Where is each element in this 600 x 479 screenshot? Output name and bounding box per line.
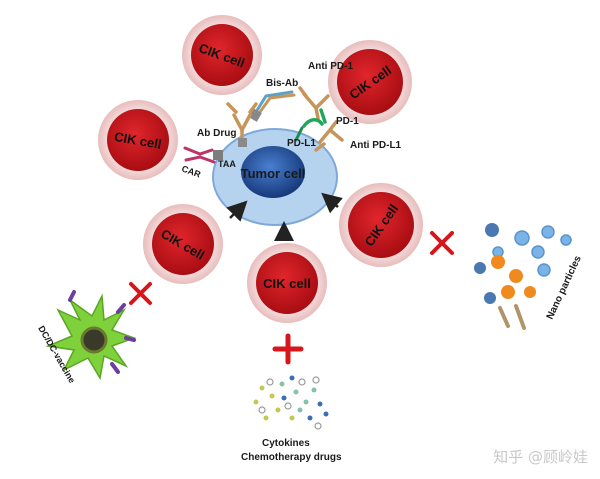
anti-pd1-icon: [298, 86, 330, 120]
tumor-cell-label: Tumor cell: [241, 166, 306, 181]
ab-drug-icon: [226, 102, 258, 147]
label-ab-drug: Ab Drug: [197, 128, 236, 139]
label-pd-l1: PD-L1: [287, 138, 316, 149]
pd1-pdl1-icon: [294, 108, 327, 142]
dendritic-cell-icon: [45, 290, 137, 381]
label-chemotherapy-drugs: Chemotherapy drugs: [241, 452, 342, 463]
label-anti-pd-l1: Anti PD-L1: [350, 140, 402, 151]
label-nano-particles: Nano particles: [545, 254, 584, 322]
label-pd1: PD-1: [336, 116, 359, 127]
tumor-cell: Tumor cell: [212, 128, 338, 226]
label-taa: TAA: [218, 159, 236, 169]
arrow-right: [321, 192, 343, 214]
cik-cell-label: CIK cell: [263, 276, 311, 291]
label-bis-ab: Bis-Ab: [266, 78, 298, 89]
cik-cell-bottom-left: CIK cell: [143, 204, 223, 284]
cytokines-drugs-icon: [253, 375, 329, 430]
label-car: CAR: [180, 163, 202, 179]
arrow-bottom-left: [226, 200, 248, 222]
times-icon-left: [129, 282, 152, 305]
cik-cell-top: CIK cell: [182, 15, 262, 95]
plus-icon-bottom: [272, 333, 304, 365]
nanoparticles-icon: [474, 223, 572, 330]
cik-cell-right: CIK cell: [339, 183, 423, 267]
anti-pd-l1-icon: [314, 120, 344, 152]
times-icon-right: [430, 231, 454, 255]
cik-cell-bottom: CIK cell: [247, 243, 327, 323]
cik-cell-left: CIK cell: [98, 100, 178, 180]
label-anti-pd1-text: Anti PD-1: [308, 61, 353, 72]
label-cytokines: Cytokines: [262, 438, 310, 449]
label-anti-pd1: Anti PD-1: [308, 61, 353, 72]
car-receptor-icon: [183, 146, 223, 164]
watermark: 知乎 @顾岭娃: [493, 448, 588, 466]
cik-cell-top-right: CIK cell: [328, 40, 412, 124]
